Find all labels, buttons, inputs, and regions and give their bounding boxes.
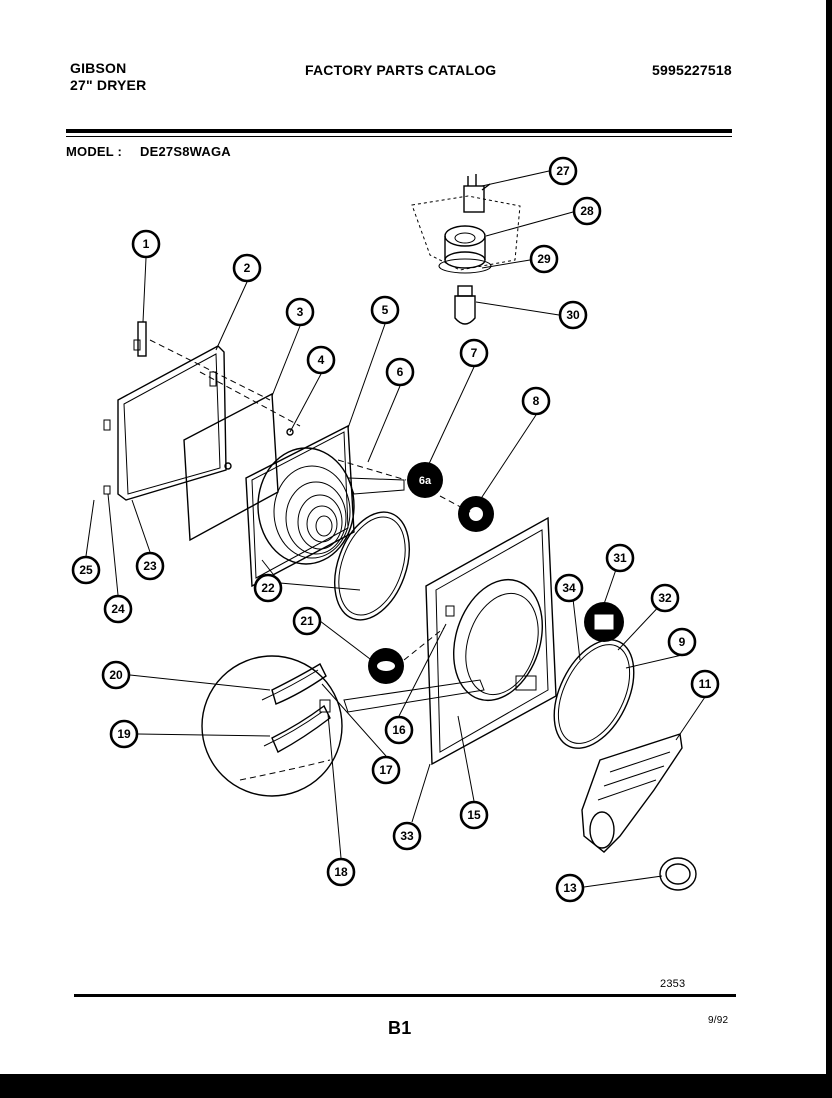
callout-11: 11 bbox=[690, 669, 720, 699]
callout-label: 20 bbox=[109, 668, 123, 682]
footer-rule bbox=[74, 994, 736, 997]
callout-34: 34 bbox=[554, 573, 584, 603]
callout-label: 27 bbox=[556, 164, 570, 178]
door-handle-drawing bbox=[581, 733, 683, 853]
callout-16: 16 bbox=[384, 715, 414, 745]
callout-label: 5 bbox=[382, 303, 389, 317]
leader-lines bbox=[85, 170, 706, 888]
catalog-number: 5995227518 bbox=[652, 62, 732, 78]
callout-label: 34 bbox=[562, 581, 576, 595]
callout-7: 7 bbox=[459, 338, 489, 368]
callout-24: 24 bbox=[103, 594, 133, 624]
callout-label: 17 bbox=[379, 763, 393, 777]
callout-label: 32 bbox=[658, 591, 672, 605]
callout-32: 32 bbox=[650, 583, 680, 613]
page-number: B1 bbox=[388, 1018, 412, 1038]
callout-20: 20 bbox=[101, 660, 131, 690]
callout-5: 5 bbox=[370, 295, 400, 325]
door-seal-drawing bbox=[553, 639, 635, 749]
callout-17: 17 bbox=[371, 755, 401, 785]
callout-label: 23 bbox=[143, 559, 157, 573]
model-number: DE27S8WAGA bbox=[140, 144, 231, 159]
callout-27: 27 bbox=[548, 156, 578, 186]
revision-date: 9/92 bbox=[708, 1015, 729, 1026]
callout-label: 7 bbox=[471, 346, 478, 360]
callout-25: 25 bbox=[71, 555, 101, 585]
callout-label: 22 bbox=[261, 581, 275, 595]
product-name: 27" DRYER bbox=[70, 77, 147, 93]
callout-31: 31 bbox=[605, 543, 635, 573]
callout-label: 21 bbox=[300, 614, 314, 628]
callout-label: 28 bbox=[580, 204, 594, 218]
callout-28: 28 bbox=[572, 196, 602, 226]
header-rule-thin bbox=[66, 136, 732, 137]
callout-label: 16 bbox=[392, 723, 406, 737]
callout-22: 22 bbox=[253, 573, 283, 603]
callout-label: 33 bbox=[400, 829, 414, 843]
callout-19: 19 bbox=[109, 719, 139, 749]
callout-15: 15 bbox=[459, 800, 489, 830]
illustration-number: 2353 bbox=[660, 978, 686, 990]
front-panel-drawing bbox=[425, 516, 557, 766]
callout-label: 3 bbox=[297, 305, 304, 319]
callout-13: 13 bbox=[555, 873, 585, 903]
callout-label: 4 bbox=[318, 353, 325, 367]
callout-label: 1 bbox=[143, 237, 150, 251]
callout-label: 29 bbox=[537, 252, 551, 266]
door-liner-drawing bbox=[245, 424, 355, 588]
small-parts-drawing: 6a bbox=[368, 462, 494, 684]
callout-label: 8 bbox=[533, 394, 540, 408]
callout-30: 30 bbox=[558, 300, 588, 330]
callout-21: 21 bbox=[292, 606, 322, 636]
callout-label: 31 bbox=[613, 551, 627, 565]
callout-2: 2 bbox=[232, 253, 262, 283]
door-latch-drawing bbox=[133, 321, 147, 357]
callout-label: 15 bbox=[467, 808, 481, 822]
callout-29: 29 bbox=[529, 244, 559, 274]
heater-assembly-drawing bbox=[411, 174, 521, 325]
door-switch-drawing bbox=[584, 602, 624, 642]
catalog-title: FACTORY PARTS CATALOG bbox=[305, 62, 497, 78]
grommet-drawing bbox=[659, 857, 697, 891]
callout-label: 9 bbox=[679, 635, 686, 649]
inner-door-panel-drawing bbox=[183, 392, 279, 542]
callout-label: 18 bbox=[334, 865, 348, 879]
hinge-detail-drawing bbox=[201, 655, 343, 797]
door-gasket-drawing bbox=[334, 511, 410, 621]
model-label: MODEL : bbox=[66, 144, 123, 159]
callout-4: 4 bbox=[306, 345, 336, 375]
callout-23: 23 bbox=[135, 551, 165, 581]
scan-border-right bbox=[826, 0, 832, 1098]
callout-18: 18 bbox=[326, 857, 356, 887]
callout-3: 3 bbox=[285, 297, 315, 327]
callout-label: 6 bbox=[397, 365, 404, 379]
assembly-lines bbox=[149, 339, 485, 713]
callout-label: 25 bbox=[79, 563, 93, 577]
callout-label: 2 bbox=[244, 261, 251, 275]
svg-text:6a: 6a bbox=[419, 475, 432, 487]
callout-label: 19 bbox=[117, 727, 131, 741]
callout-1: 1 bbox=[131, 229, 161, 259]
scan-border-bottom bbox=[0, 1074, 832, 1098]
callout-label: 13 bbox=[563, 881, 577, 895]
callout-6: 6 bbox=[385, 357, 415, 387]
callout-33: 33 bbox=[392, 821, 422, 851]
brand-name: GIBSON bbox=[70, 60, 127, 76]
callout-8: 8 bbox=[521, 386, 551, 416]
callout-label: 24 bbox=[111, 602, 125, 616]
callout-label: 11 bbox=[699, 677, 712, 691]
callout-9: 9 bbox=[667, 627, 697, 657]
callout-label: 30 bbox=[566, 308, 580, 322]
header-rule bbox=[66, 129, 732, 133]
